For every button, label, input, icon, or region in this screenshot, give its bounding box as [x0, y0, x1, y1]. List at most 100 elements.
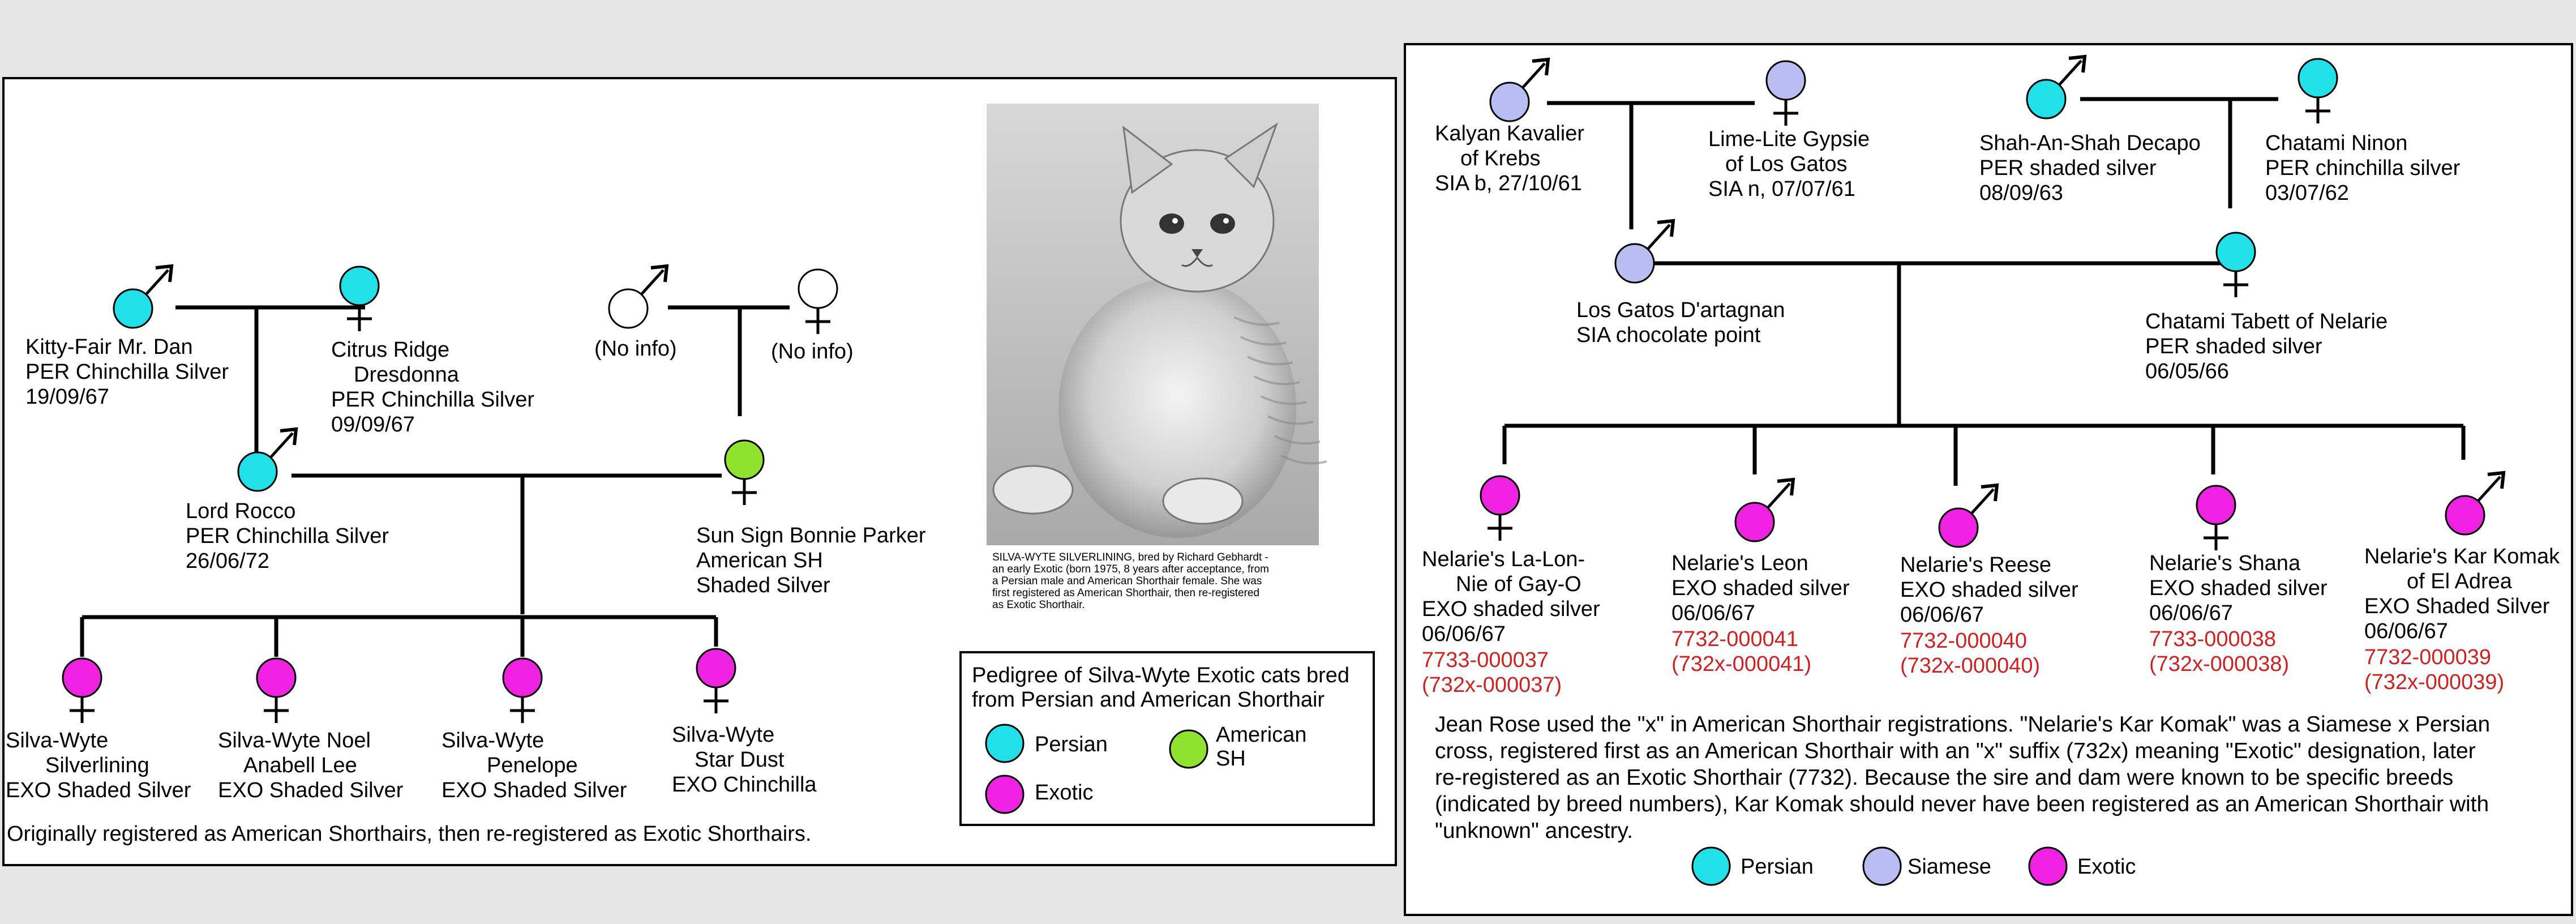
male-symbol-icon [608, 288, 649, 329]
cat-label-line: Citrus Ridge [331, 338, 449, 362]
cat-label-line: Silverlining [45, 754, 149, 777]
cat-label-line: 08/09/63 [1979, 181, 2063, 205]
cat-label-line: Silva-Wyte [442, 729, 544, 752]
cat-label-line: American SH [696, 549, 823, 572]
legend-title: Pedigree of Silva-Wyte Exotic cats bred [972, 664, 1349, 687]
explanation-note-line: re-registered as an Exotic Shorthair (77… [1435, 765, 2453, 790]
cat-label-line: (No info) [771, 340, 854, 363]
cat-label-line: Nelarie's Reese [1900, 553, 2051, 577]
cat-label-line: 06/05/66 [2145, 360, 2229, 383]
cat-label-line: PER Chinchilla Silver [331, 388, 534, 412]
legend-swatch-icon [985, 775, 1025, 814]
cat-label-line: Nelarie's Shana [2149, 551, 2301, 575]
cat-label-line: of Krebs [1460, 147, 1541, 170]
legend-label: Exotic [2077, 855, 2136, 879]
cat-label-line: Silva-Wyte [6, 729, 108, 752]
cat-label-line: PER shaded silver [1979, 156, 2157, 180]
female-symbol-icon [1480, 475, 1520, 516]
cat-no-info-sire: (No info) [594, 264, 677, 361]
cat-label-line: Nie of Gay-O [1456, 572, 1581, 596]
cat-label-line: Anabell Lee [243, 754, 357, 777]
legend-swatch-icon [1691, 846, 1731, 886]
legend-swatch-icon [985, 724, 1025, 763]
cat-label-line: Kitty-Fair Mr. Dan [25, 335, 193, 359]
female-symbol-icon [696, 648, 736, 688]
cat-label-line: PER chinchilla silver [2265, 156, 2461, 180]
cat-label-line: Nelarie's Kar Komak [2364, 545, 2560, 568]
female-symbol-icon [724, 439, 765, 480]
pedigree-connectors [80, 97, 2466, 657]
explanation-note-line: Jean Rose used the "x" in American Short… [1435, 712, 2490, 737]
cat-label-line: Sun Sign Bonnie Parker [696, 524, 926, 547]
male-symbol-icon [237, 451, 278, 492]
cat-label-line: 06/06/67 [2149, 601, 2233, 625]
female-symbol-icon [339, 266, 380, 306]
cat-label-line: Nelarie's La-Lon- [1422, 547, 1585, 571]
registration-number: (732x-000041) [1671, 652, 1811, 676]
cat-label-line: 09/09/67 [331, 413, 415, 437]
registration-number: (732x-000040) [1900, 654, 2040, 678]
cat-label-line: PER Chinchilla Silver [186, 524, 389, 548]
registration-number: 7732-000041 [1671, 627, 1798, 651]
cat-label-line: (No info) [594, 337, 677, 361]
female-symbol-icon [2298, 58, 2338, 99]
cat-label-line: 06/06/67 [1671, 601, 1755, 625]
legend-title: from Persian and American Shorthair [972, 688, 1325, 712]
cat-label-line: Kalyan Kavalier [1435, 122, 1584, 146]
cat-label-line: 03/07/62 [2265, 181, 2349, 205]
photo-caption-line: first registered as American Shorthair, … [992, 587, 1259, 599]
female-symbol-icon [798, 268, 838, 309]
legend-label: Exotic [1035, 781, 1093, 805]
male-symbol-icon [1614, 243, 1655, 284]
registration-number: (732x-000039) [2364, 670, 2504, 694]
cat-label-line: EXO Shaded Silver [218, 778, 404, 802]
registration-number: 7732-000040 [1900, 629, 2027, 653]
cat-label-line: Silva-Wyte Noel [218, 729, 371, 752]
cat-label-line: 06/06/67 [1422, 622, 1506, 646]
silverlining-photo [987, 104, 1327, 545]
female-symbol-icon [2215, 232, 2256, 272]
cat-label-line: EXO Chinchilla [672, 773, 817, 797]
registration-number: 7732-000039 [2364, 645, 2491, 669]
cat-label-line: 26/06/72 [186, 549, 269, 573]
female-symbol-icon [62, 657, 102, 698]
cat-label-line: PER Chinchilla Silver [25, 360, 229, 384]
legend-label: Persian [1741, 855, 1814, 879]
left-footnote: Originally registered as American Shorth… [7, 822, 811, 846]
legend-swatch-icon [1169, 729, 1208, 769]
registration-number: (732x-000037) [1422, 673, 1562, 697]
photo-caption-line: an early Exotic (born 1975, 8 years afte… [992, 563, 1269, 575]
photo-caption-line: SILVA-WYTE SILVERLINING, bred by Richard… [992, 551, 1268, 563]
male-symbol-icon [2026, 79, 2067, 119]
cat-label-line: EXO shaded silver [1900, 578, 2078, 602]
explanation-note-line: (indicated by breed numbers), Kar Komak … [1435, 792, 2489, 816]
cat-label-line: SIA n, 07/07/61 [1708, 177, 1855, 201]
cat-label-line: 06/06/67 [1900, 603, 1984, 627]
registration-number: 7733-000038 [2149, 627, 2276, 651]
female-symbol-icon [256, 657, 297, 698]
female-symbol-icon [502, 657, 543, 698]
cat-label-line: Chatami Tabett of Nelarie [2145, 310, 2388, 333]
legend-label: SH [1216, 747, 1246, 771]
cat-label-line: of Los Gatos [1725, 152, 1847, 176]
male-symbol-icon [1938, 507, 1979, 548]
left-legend: Pedigree of Silva-Wyte Exotic cats bredf… [959, 651, 1375, 826]
cat-label-line: EXO shaded silver [1422, 597, 1600, 621]
explanation-note-line: cross, registered first as an American S… [1435, 739, 2476, 763]
cat-label-line: EXO Shaded Silver [442, 778, 627, 802]
cat-label-line: Shaded Silver [696, 574, 830, 597]
legend-label: American [1216, 723, 1307, 747]
